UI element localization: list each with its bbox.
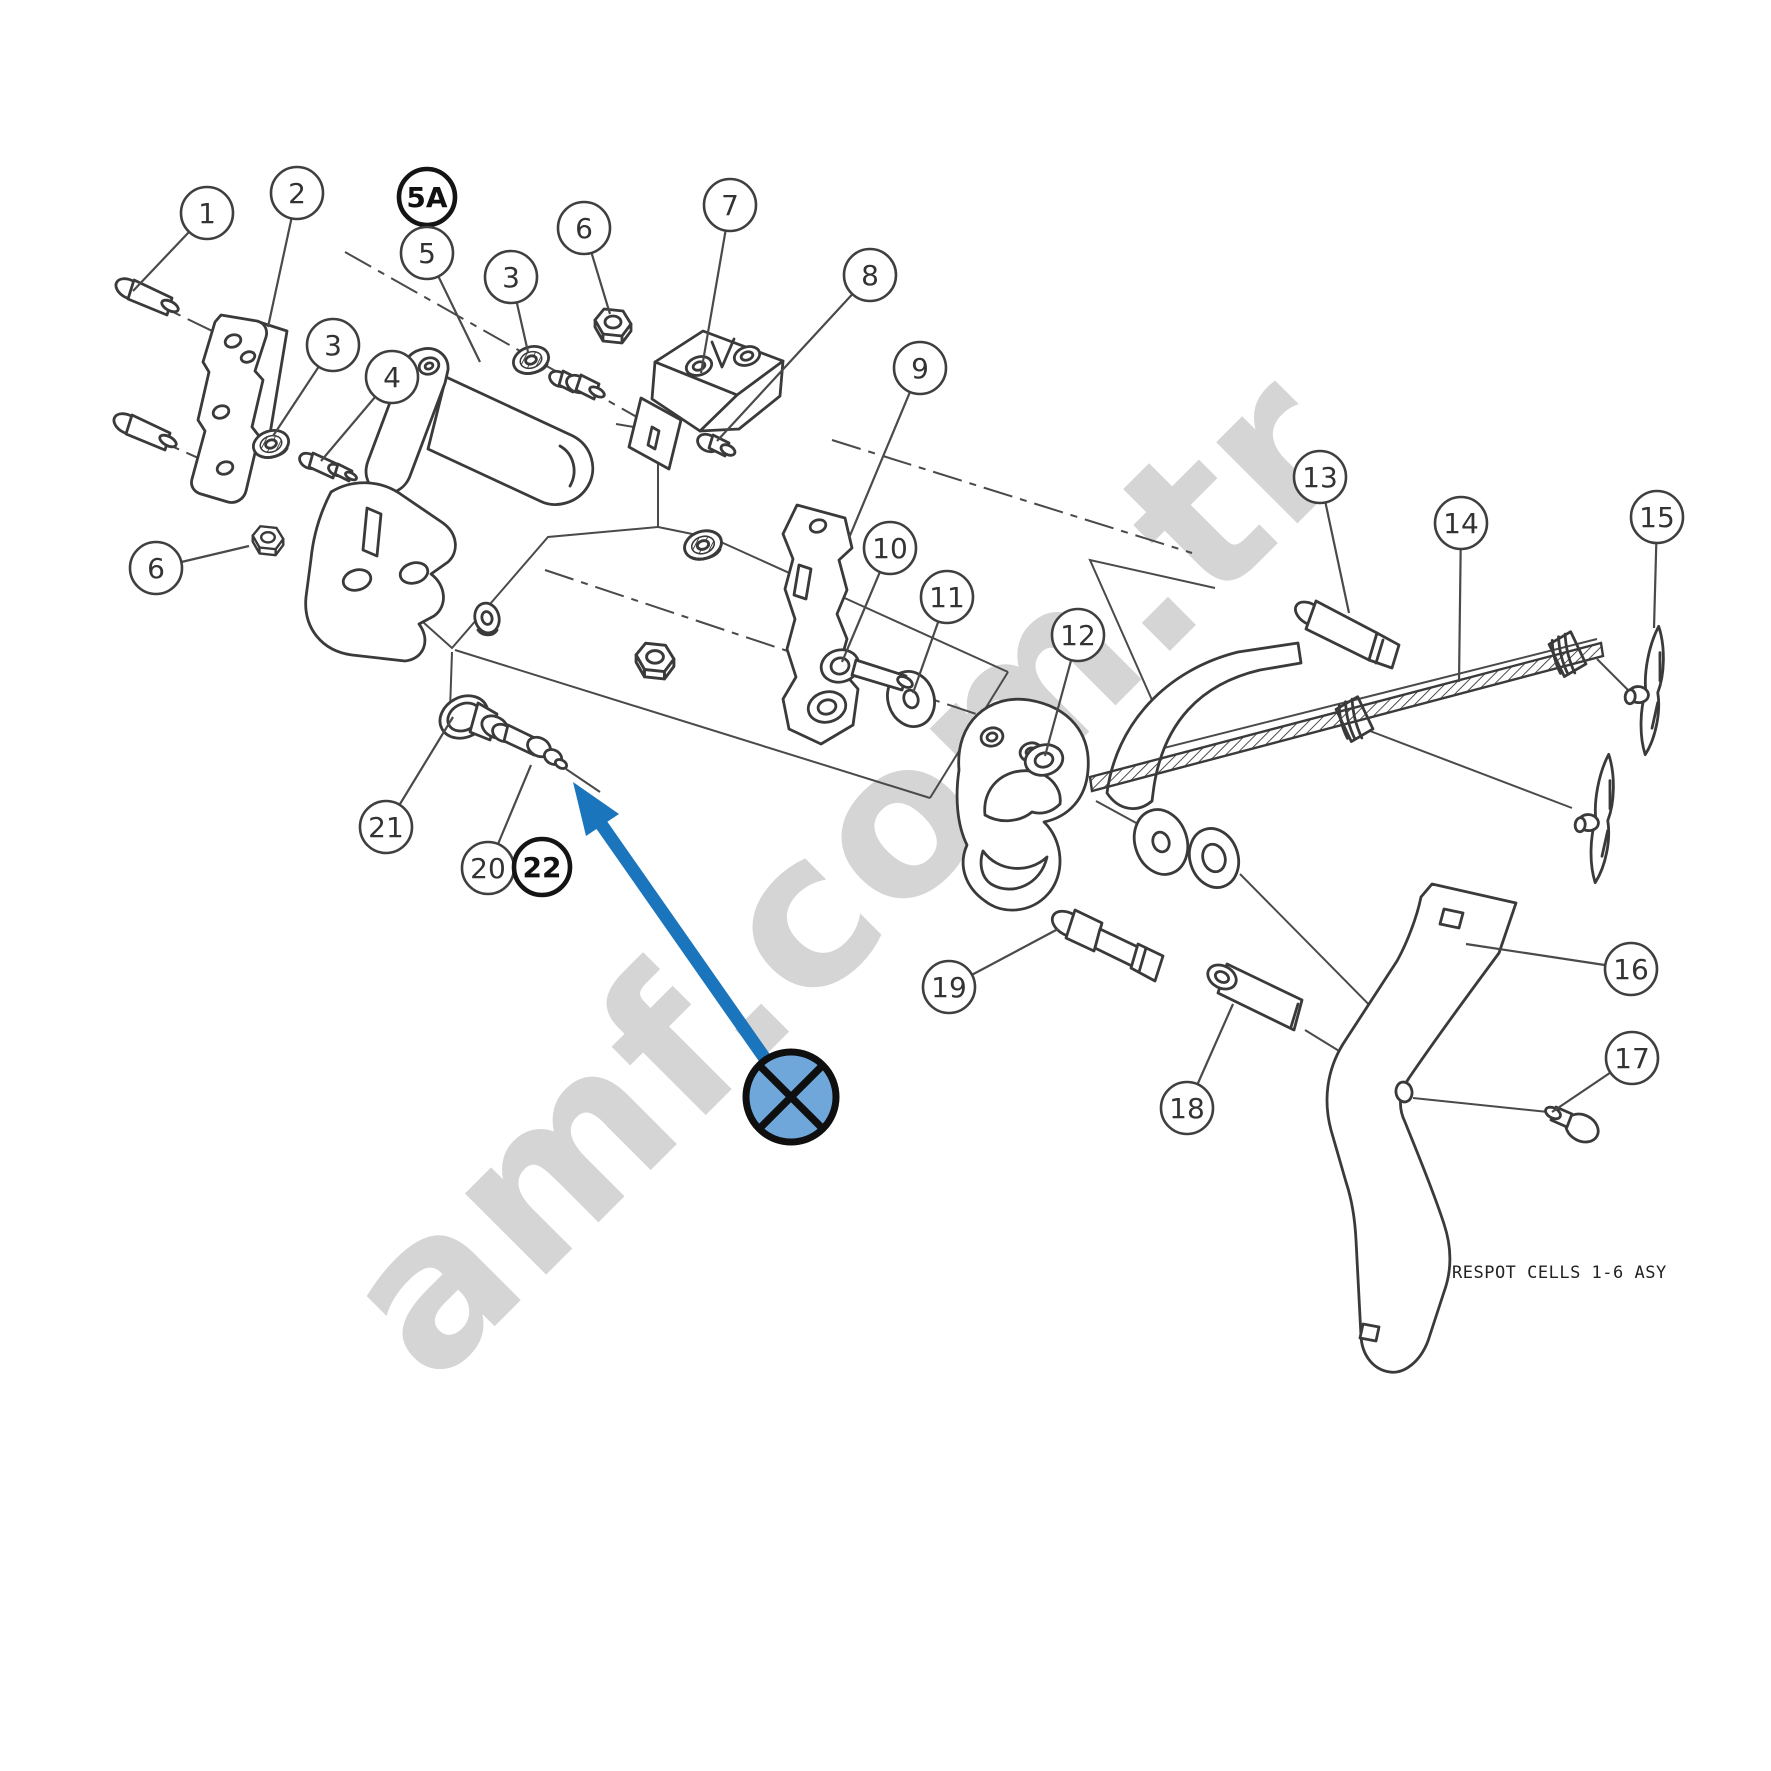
svg-text:6: 6 xyxy=(575,212,593,245)
svg-text:8: 8 xyxy=(861,259,879,292)
part-7-block xyxy=(650,329,785,433)
balloon-4: 4 xyxy=(364,349,420,405)
part-4-spacer xyxy=(298,451,358,483)
svg-text:2: 2 xyxy=(288,177,306,210)
svg-text:22: 22 xyxy=(523,851,562,884)
part-9-bracket xyxy=(781,503,860,746)
part-20-pin xyxy=(491,722,569,770)
part-3-flangenut-right xyxy=(508,340,554,380)
svg-text:9: 9 xyxy=(911,352,929,385)
part-6-hexnut-left xyxy=(251,525,285,557)
svg-text:4: 4 xyxy=(383,361,401,394)
svg-text:5: 5 xyxy=(418,237,436,270)
svg-text:3: 3 xyxy=(324,329,342,362)
balloon-1: 1 xyxy=(179,185,235,241)
balloon-7-leader xyxy=(699,204,732,374)
part-6-hexnut-mid xyxy=(634,641,676,681)
svg-text:19: 19 xyxy=(931,971,967,1004)
svg-text:1: 1 xyxy=(198,197,216,230)
spring-clip-mid xyxy=(1332,693,1377,745)
svg-text:17: 17 xyxy=(1614,1042,1650,1075)
balloon-10: 10 xyxy=(862,520,918,576)
part-5-link-cylinder xyxy=(426,375,595,506)
curved-arm xyxy=(1105,641,1303,810)
balloon-5A: 5A xyxy=(396,166,458,228)
svg-text:13: 13 xyxy=(1302,461,1338,494)
balloon-3: 3 xyxy=(483,249,539,305)
balloon-6: 6 xyxy=(128,540,184,596)
assembly-caption: RESPOT CELLS 1-6 ASY xyxy=(1452,1263,1667,1283)
balloon-18: 18 xyxy=(1159,1080,1215,1136)
balloon-8-leader xyxy=(716,274,871,442)
svg-text:15: 15 xyxy=(1639,501,1675,534)
washer-pair xyxy=(1132,808,1241,889)
balloon-5: 5 xyxy=(399,225,455,281)
part-13-bolt xyxy=(1294,599,1401,670)
balloon-22: 22 xyxy=(511,836,573,898)
small-washer xyxy=(473,601,501,637)
part-15-wing-lower xyxy=(1567,750,1619,885)
svg-text:18: 18 xyxy=(1169,1092,1205,1125)
balloon-9-leader xyxy=(847,367,922,539)
balloon-21: 21 xyxy=(358,799,414,855)
balloon-17: 17 xyxy=(1604,1030,1660,1086)
svg-text:20: 20 xyxy=(470,852,506,885)
svg-text:10: 10 xyxy=(872,532,908,565)
balloon-3: 3 xyxy=(305,317,361,373)
part-18-standoff xyxy=(1206,962,1304,1032)
svg-text:12: 12 xyxy=(1060,619,1096,652)
part-16-plate xyxy=(1325,882,1518,1374)
part-19-bolt xyxy=(1050,908,1165,983)
flanged-washer-mid xyxy=(679,524,727,566)
part-12-cam-plate xyxy=(955,697,1090,912)
pointer-arrow-head xyxy=(573,782,619,836)
shoulder-stud xyxy=(548,369,606,401)
balloon-7: 7 xyxy=(702,177,758,233)
part-8-setscrew xyxy=(696,432,737,458)
annotation xyxy=(573,782,840,1146)
balloon-11: 11 xyxy=(919,569,975,625)
part-1-screw-upper xyxy=(114,277,180,317)
balloon-14: 14 xyxy=(1433,495,1489,551)
part-1-screw-lower xyxy=(112,412,178,452)
balloon-8: 8 xyxy=(842,247,898,303)
svg-text:6: 6 xyxy=(147,552,165,585)
svg-text:7: 7 xyxy=(721,189,739,222)
balloon-12: 12 xyxy=(1050,607,1106,663)
target-marker-x2 xyxy=(756,1062,826,1132)
svg-text:21: 21 xyxy=(368,811,404,844)
svg-text:5A: 5A xyxy=(406,181,447,214)
balloon-15: 15 xyxy=(1629,489,1685,545)
part-17-screw xyxy=(1544,1105,1600,1144)
part-10-socket-bolt xyxy=(819,648,914,692)
svg-text:16: 16 xyxy=(1613,953,1649,986)
part-2-lower-bracket xyxy=(304,481,457,663)
part-6-hexnut-top xyxy=(593,307,633,345)
parts-layer xyxy=(112,277,1669,1374)
part-7-tab xyxy=(627,396,683,471)
balloon-6: 6 xyxy=(556,200,612,256)
svg-text:3: 3 xyxy=(502,261,520,294)
balloon-16: 16 xyxy=(1603,941,1659,997)
balloon-9: 9 xyxy=(892,340,948,396)
pointer-arrow-shaft xyxy=(595,820,772,1064)
balloon-2: 2 xyxy=(269,165,325,221)
balloon-16-leader xyxy=(1465,942,1632,971)
svg-text:14: 14 xyxy=(1443,507,1479,540)
spring-clip-right xyxy=(1545,628,1590,680)
balloon-20: 20 xyxy=(460,840,516,896)
svg-text:11: 11 xyxy=(929,581,965,614)
balloon-13: 13 xyxy=(1292,449,1348,505)
balloon-19: 19 xyxy=(921,959,977,1015)
part-2-bracket xyxy=(190,313,268,504)
part-12-washer xyxy=(1023,743,1065,777)
